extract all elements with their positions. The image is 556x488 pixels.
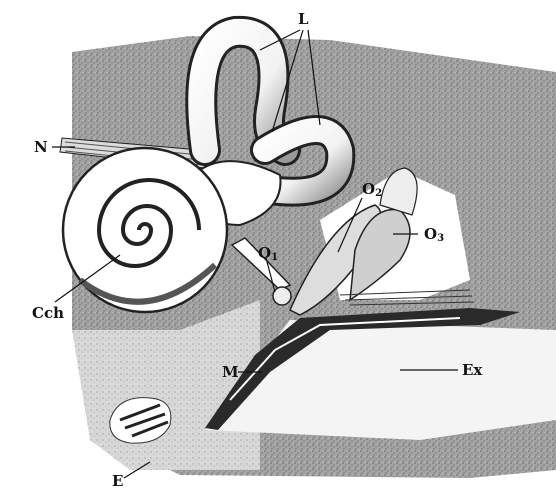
label-O3-main: O: [424, 225, 437, 243]
label-O1-main: O: [258, 244, 271, 262]
label-N: N: [34, 138, 48, 156]
label-L: L: [298, 10, 309, 28]
label-O1-sub: 1: [271, 252, 278, 263]
label-O3-sub: 3: [437, 233, 444, 244]
stapes-footplate: [273, 287, 291, 305]
label-O2-sub: 2: [375, 188, 382, 199]
label-O2-main: O: [362, 180, 375, 198]
label-M: M: [222, 363, 239, 381]
label-E: E: [112, 472, 123, 488]
label-Cch: Cch: [32, 304, 64, 322]
label-Ex: Ex: [462, 361, 483, 379]
